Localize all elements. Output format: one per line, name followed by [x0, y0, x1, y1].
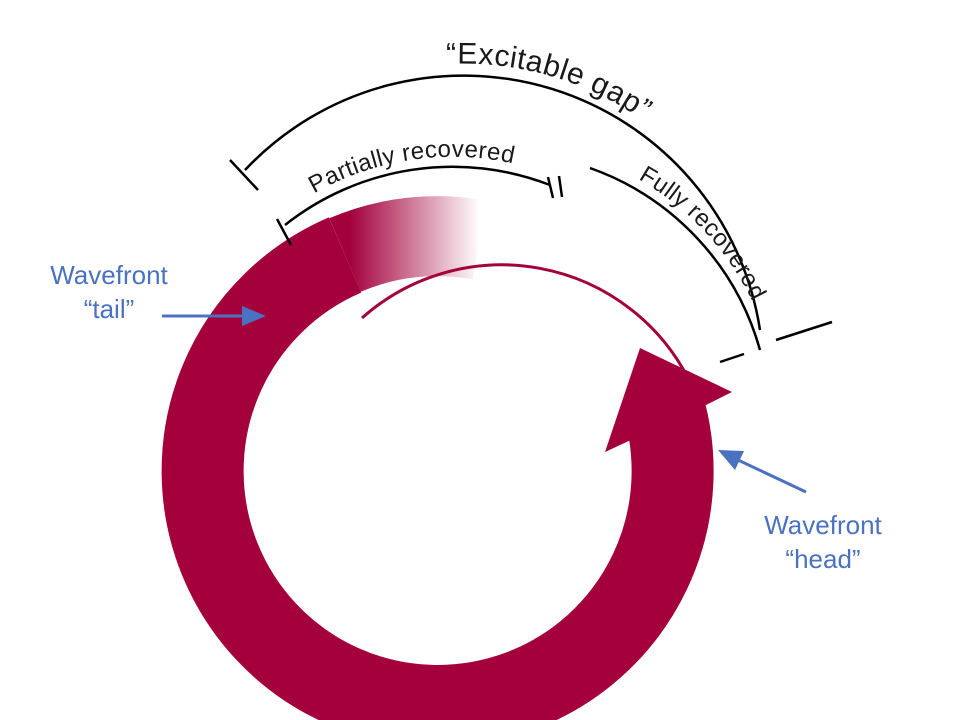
wavefront-head-arrow	[605, 348, 732, 452]
excitable-gap-label: “Excitable gap”	[446, 37, 658, 125]
wavefront-tail-label: Wavefront “tail”	[24, 258, 194, 326]
partially-recovered-bracket	[275, 165, 555, 246]
partially-recovered-label: Partially recovered	[304, 136, 517, 199]
fully-recovered-bracket	[557, 166, 762, 364]
wavefront-tail-line2: “tail”	[83, 294, 135, 324]
wavefront-head-label: Wavefront “head”	[738, 508, 908, 576]
wavefront-ring	[161, 217, 714, 720]
tail-pointer-arrow	[162, 306, 266, 326]
partial-recovery-gradient	[329, 196, 488, 293]
thin-recovery-line	[361, 263, 690, 379]
head-pointer-arrow	[718, 450, 807, 494]
wavefront-head-line1: Wavefront	[764, 510, 882, 540]
wavefront-tail-line1: Wavefront	[50, 260, 168, 290]
fully-recovered-label: Fully recovered	[635, 161, 771, 304]
excitable-gap-bracket	[229, 74, 833, 342]
wavefront-head-line2: “head”	[785, 544, 861, 574]
